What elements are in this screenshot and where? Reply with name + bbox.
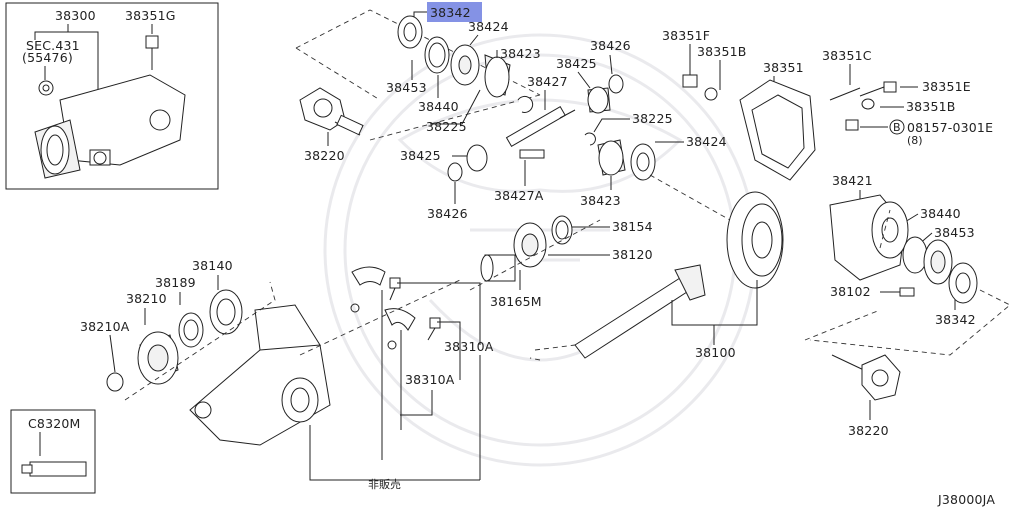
label-38300[interactable]: 38300 [55, 8, 96, 23]
label-38351C[interactable]: 38351C [822, 48, 872, 63]
pinion-mate-group: 38426 38425 38427 38225 38424 38425 3842… [400, 38, 731, 221]
label-C8320M[interactable]: C8320M [28, 416, 81, 431]
label-38342-right[interactable]: 38342 [935, 312, 976, 327]
label-38426-mid[interactable]: 38426 [427, 206, 468, 221]
label-38424-mid[interactable]: 38424 [686, 134, 727, 149]
label-38453-right[interactable]: 38453 [934, 225, 975, 240]
side-gear-group: 38342 38424 38423 38453 38440 38225 [295, 2, 541, 141]
label-38351[interactable]: 38351 [763, 60, 804, 75]
label-38100[interactable]: 38100 [695, 345, 736, 360]
side-nut [106, 372, 124, 392]
side-retainer-group: 38140 38189 38210 38210A [80, 258, 276, 401]
label-38426-top[interactable]: 38426 [590, 38, 631, 53]
label-38425-top[interactable]: 38425 [556, 56, 597, 71]
label-38154[interactable]: 38154 [612, 219, 653, 234]
differential-case-group: 38421 38440 38453 38102 38342 [809, 173, 1011, 356]
carrier-assembly-illustration [34, 35, 186, 179]
bearing-cap-1 [351, 266, 386, 286]
label-38220-right[interactable]: 38220 [848, 423, 889, 438]
label-38120[interactable]: 38120 [612, 247, 653, 262]
label-sec431[interactable]: SEC.431 [26, 38, 80, 53]
label-38351E[interactable]: 38351E [922, 79, 971, 94]
bolt-code-circle [889, 119, 905, 135]
tool-inset-box: C8320M [10, 409, 96, 494]
tool-illustration [29, 461, 87, 477]
not-sold-label: 非販売 [368, 478, 401, 491]
label-38225-top[interactable]: 38225 [426, 119, 467, 134]
label-38351B-top[interactable]: 38351B [697, 44, 747, 59]
label-38424-top[interactable]: 38424 [468, 19, 509, 34]
label-38440-right[interactable]: 38440 [920, 206, 961, 221]
label-38351G[interactable]: 38351G [125, 8, 176, 23]
diagram-code: J38000JA [937, 492, 995, 507]
label-bolt-code[interactable]: 08157-0301E [907, 120, 993, 135]
bolt-code-circle-letter: B [893, 121, 901, 134]
label-38342-top[interactable]: 38342 [430, 5, 471, 20]
companion-flange-right: 38220 [804, 309, 901, 438]
drive-pinion-group: 38154 38120 38165M 38100 [469, 191, 784, 361]
carrier-housing-group: 38310A 38310A 非販売 [189, 266, 494, 491]
highlight-38342 [427, 2, 482, 22]
label-38425-mid[interactable]: 38425 [400, 148, 441, 163]
label-sec431-sub: (55476) [22, 50, 73, 65]
drain-plug [682, 74, 698, 88]
label-bolt-qty: (8) [907, 134, 923, 147]
drive-pinion-shaft [574, 277, 691, 359]
label-38427[interactable]: 38427 [527, 74, 568, 89]
label-38210A[interactable]: 38210A [80, 319, 130, 334]
label-38427A[interactable]: 38427A [494, 188, 544, 203]
label-38210[interactable]: 38210 [126, 291, 167, 306]
label-38423-mid[interactable]: 38423 [580, 193, 621, 208]
label-38440-top[interactable]: 38440 [418, 99, 459, 114]
inset-assembly-box: 38300 38351G SEC.431 (55476) [5, 2, 219, 190]
label-38140[interactable]: 38140 [192, 258, 233, 273]
label-38453-top[interactable]: 38453 [386, 80, 427, 95]
label-38351F[interactable]: 38351F [662, 28, 710, 43]
label-38310A-1[interactable]: 38310A [444, 339, 494, 354]
companion-flange-left: 38220 [299, 87, 364, 163]
bearing-cap-2 [384, 308, 416, 331]
label-38421[interactable]: 38421 [832, 173, 873, 188]
label-38189[interactable]: 38189 [155, 275, 196, 290]
label-38220-left[interactable]: 38220 [304, 148, 345, 163]
label-38310A-2[interactable]: 38310A [405, 372, 455, 387]
pinion-shaft [505, 105, 566, 148]
rear-cover-group: 38351F 38351B 38351 38351C 38351E 38351B… [662, 28, 993, 181]
label-38351B-right[interactable]: 38351B [906, 99, 956, 114]
label-38165M[interactable]: 38165M [490, 294, 542, 309]
label-38102[interactable]: 38102 [830, 284, 871, 299]
label-38225-mid[interactable]: 38225 [632, 111, 673, 126]
label-38423-top[interactable]: 38423 [500, 46, 541, 61]
